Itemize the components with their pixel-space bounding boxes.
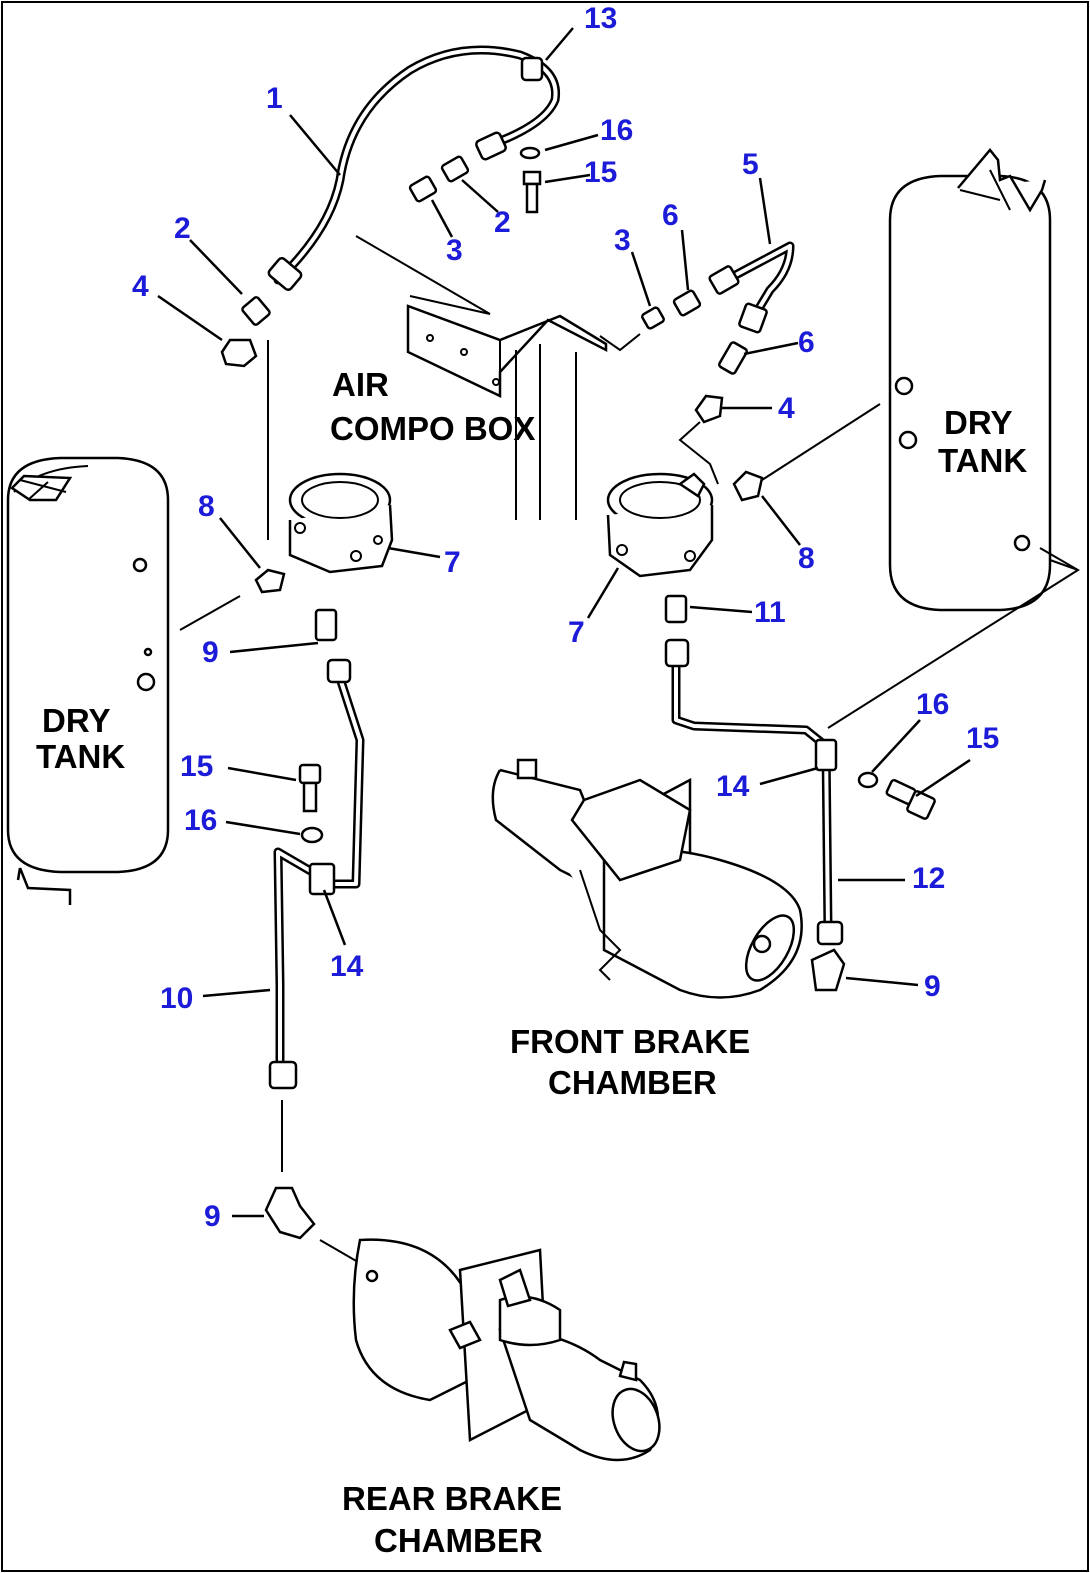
air-compo-box-label-line2: COMPO BOX bbox=[330, 410, 535, 447]
callout-15-right: 15 bbox=[966, 722, 999, 755]
hose-1 bbox=[267, 45, 561, 292]
air-compo-box-label-line1: AIR bbox=[332, 366, 389, 403]
air-compo-box bbox=[355, 235, 641, 520]
front-brake-chamber-label-line2: CHAMBER bbox=[548, 1064, 717, 1101]
left-dry-tank-label-line2: TANK bbox=[36, 738, 125, 775]
callout-16-left: 16 bbox=[184, 804, 217, 837]
left-dry-tank bbox=[6, 456, 170, 905]
callout-9-left: 9 bbox=[202, 636, 219, 669]
left-tubing bbox=[268, 658, 365, 1172]
fittings-top bbox=[220, 146, 542, 368]
callout-14-right: 14 bbox=[716, 770, 750, 803]
callout-10: 10 bbox=[160, 982, 193, 1015]
rear-brake-chamber bbox=[264, 1186, 661, 1462]
callout-2-left: 2 bbox=[174, 212, 191, 245]
leader-lines bbox=[157, 27, 971, 1218]
callout-9-right: 9 bbox=[924, 970, 941, 1003]
callout-6-right: 6 bbox=[798, 326, 815, 359]
right-tubing bbox=[664, 547, 1080, 946]
callout-3-center: 3 bbox=[446, 234, 463, 267]
front-brake-chamber bbox=[491, 758, 846, 999]
callout-6-top: 6 bbox=[662, 199, 679, 232]
rear-brake-chamber-label-line2: CHAMBER bbox=[374, 1522, 543, 1559]
callout-7-left: 7 bbox=[444, 546, 461, 579]
front-brake-chamber-label-line1: FRONT BRAKE bbox=[510, 1023, 750, 1060]
right-relay-valve bbox=[606, 403, 881, 624]
callout-16-top: 16 bbox=[600, 114, 633, 147]
callout-12: 12 bbox=[912, 862, 945, 895]
right-dry-tank-label-line1: DRY bbox=[944, 404, 1012, 441]
left-dry-tank-label-line1: DRY bbox=[42, 702, 110, 739]
callout-14-left: 14 bbox=[330, 950, 364, 983]
hose-5 bbox=[641, 241, 795, 485]
right-dry-tank bbox=[888, 148, 1052, 612]
callout-2-center: 2 bbox=[494, 206, 511, 239]
callout-15-left: 15 bbox=[180, 750, 213, 783]
callout-13: 13 bbox=[584, 2, 617, 35]
callout-15-top: 15 bbox=[584, 156, 617, 189]
callout-4-right: 4 bbox=[778, 392, 795, 425]
callout-4-left: 4 bbox=[132, 270, 149, 303]
callout-8-left: 8 bbox=[198, 490, 215, 523]
callout-1: 1 bbox=[266, 82, 283, 115]
right-dry-tank-label-line2: TANK bbox=[938, 442, 1027, 479]
name-labels: AIR COMPO BOX DRY TANK DRY TANK FRONT BR… bbox=[36, 366, 1027, 1559]
callout-16-right: 16 bbox=[916, 688, 949, 721]
callout-8-right: 8 bbox=[798, 542, 815, 575]
callout-9-bottom: 9 bbox=[204, 1200, 221, 1233]
callout-3-right: 3 bbox=[614, 224, 631, 257]
callout-7-right: 7 bbox=[568, 616, 585, 649]
callout-11: 11 bbox=[754, 596, 786, 629]
callout-5: 5 bbox=[742, 148, 759, 181]
rear-brake-chamber-label-line1: REAR BRAKE bbox=[342, 1480, 562, 1517]
left-relay-valve bbox=[179, 340, 394, 642]
callout-numbers: 13 1 16 15 5 2 2 3 3 6 6 4 4 8 8 7 7 9 9… bbox=[132, 2, 999, 1233]
